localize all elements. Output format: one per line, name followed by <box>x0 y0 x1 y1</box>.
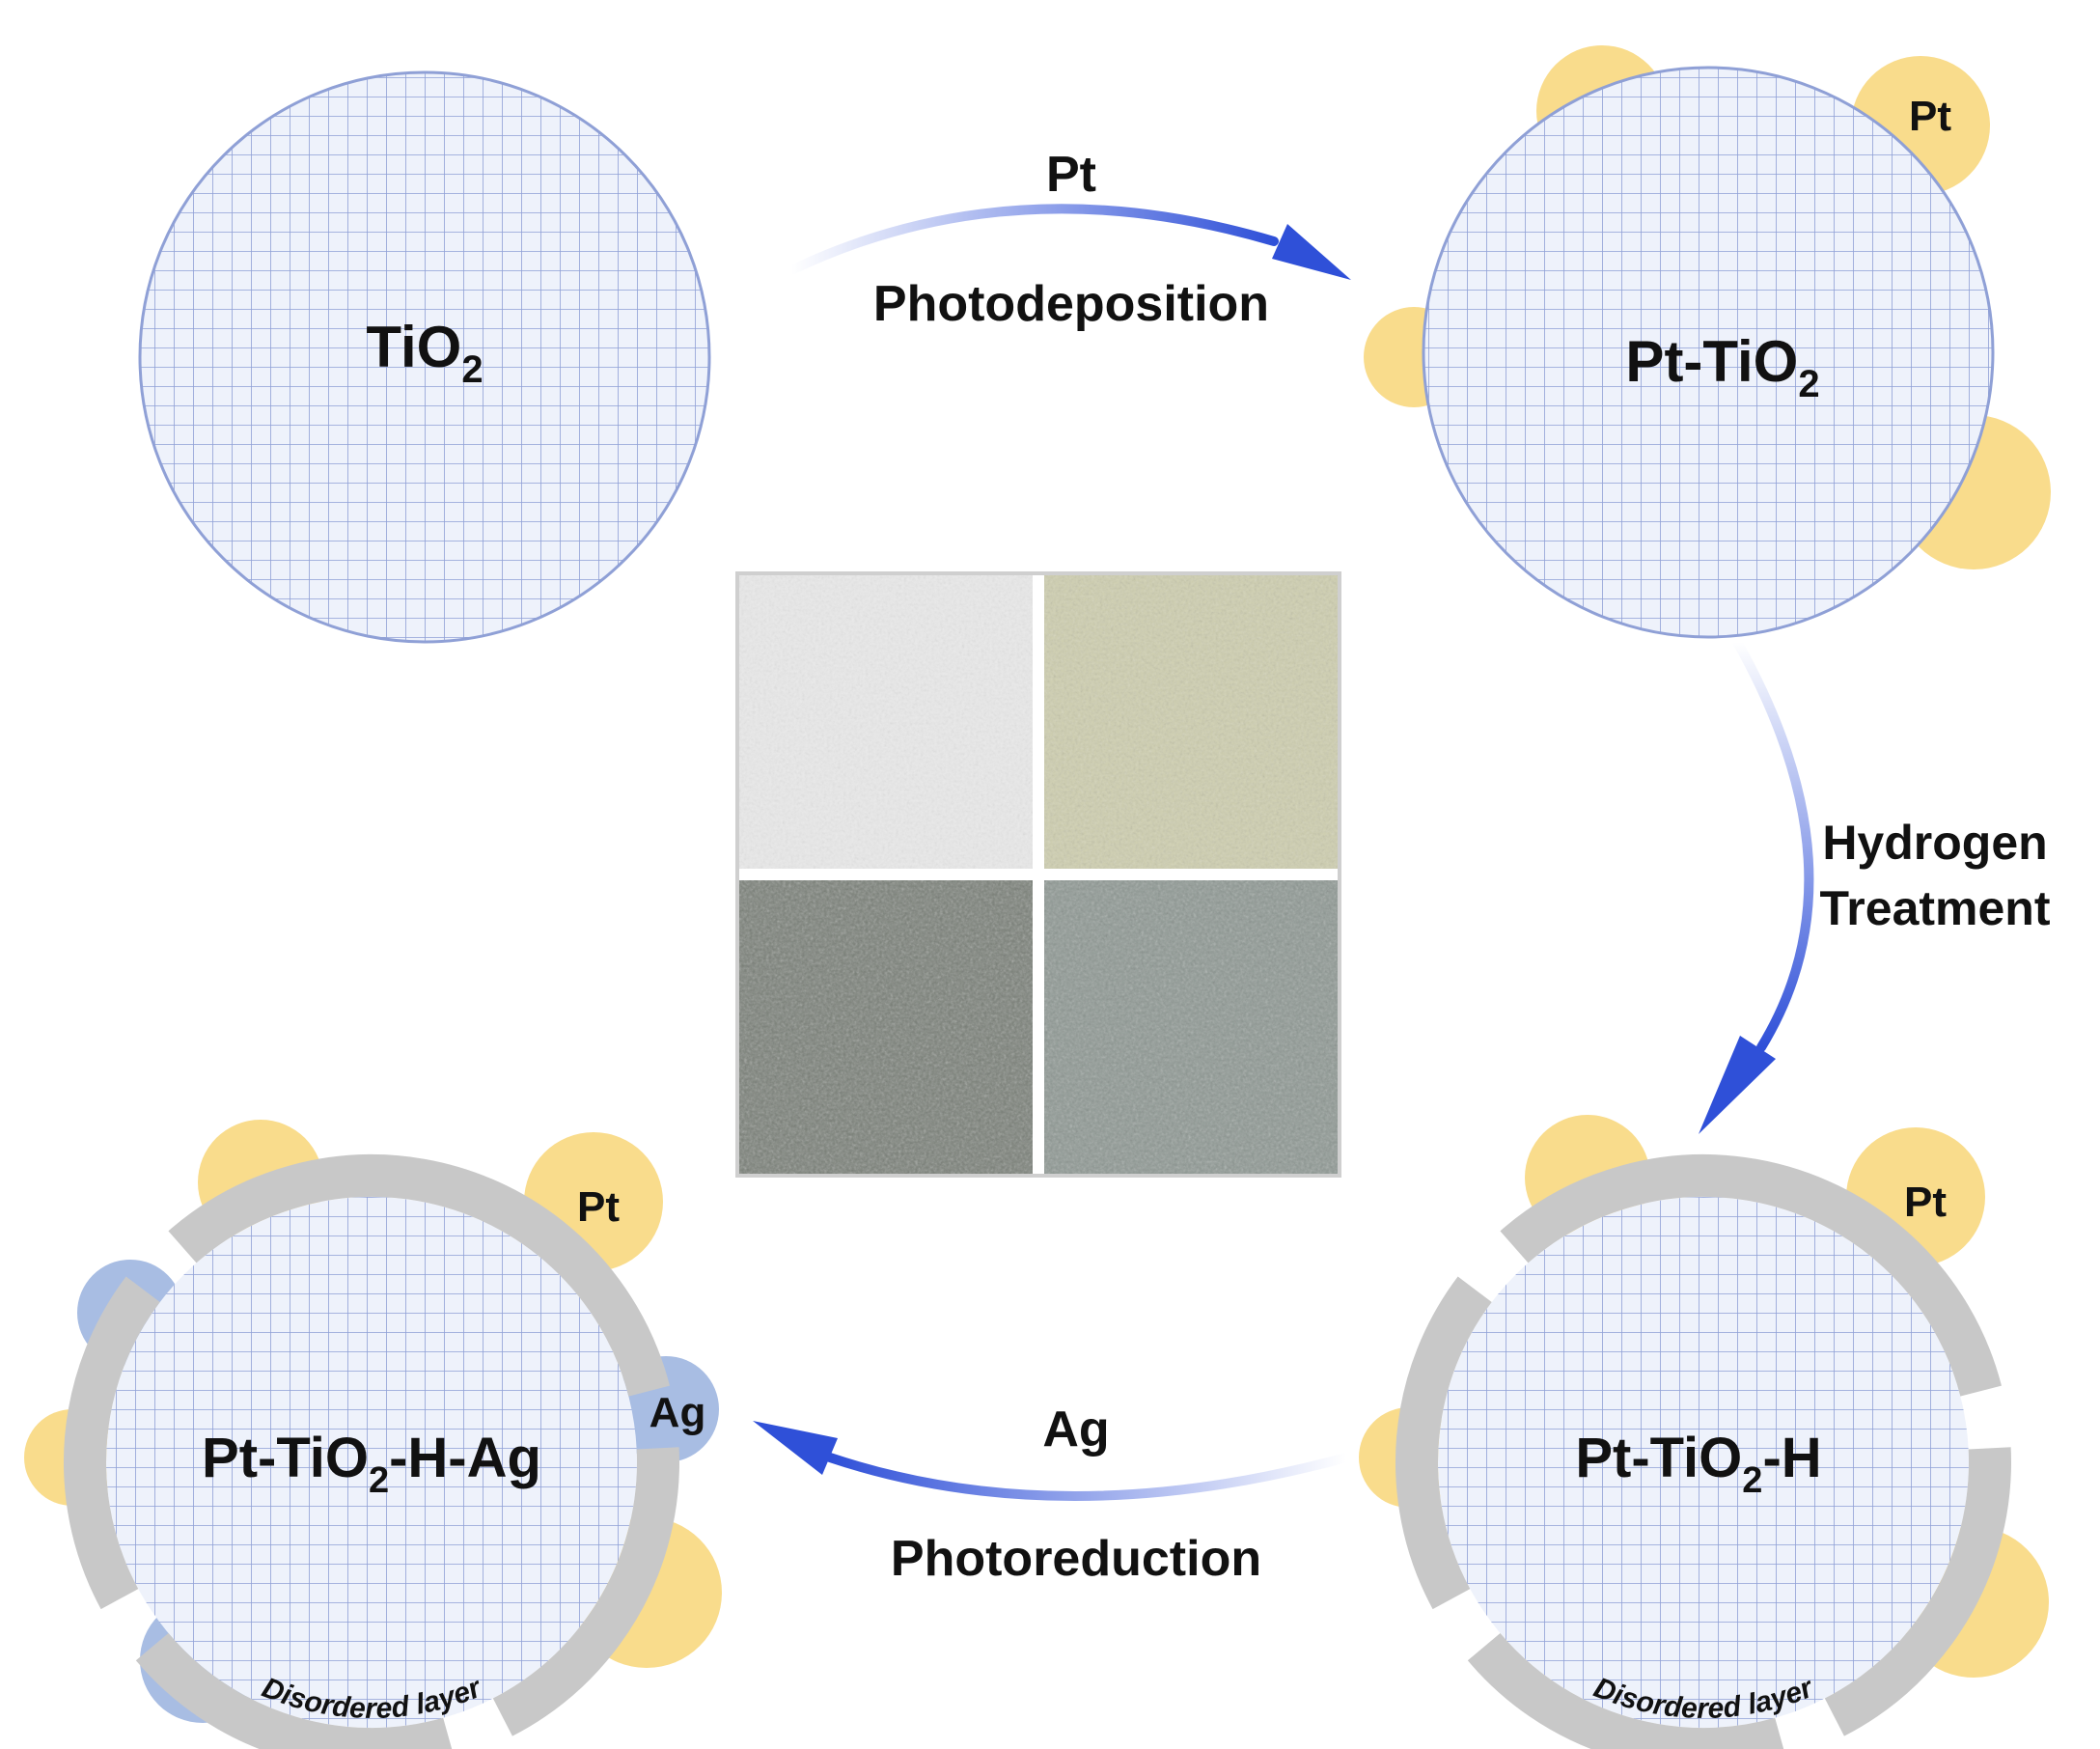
pt-label: Pt <box>577 1183 620 1231</box>
arrowhead-icon <box>1272 224 1351 280</box>
tio2-label: TiO2 <box>366 315 483 391</box>
pt-tio2-h-label: Pt-TiO2-H <box>1575 1427 1821 1501</box>
photodeposition-label: Photodeposition <box>873 276 1269 332</box>
arrow-photodeposition: Pt Photodeposition <box>787 147 1351 332</box>
disordered-layer <box>1395 1154 2011 1749</box>
disordered-layer <box>64 1154 679 1749</box>
pt-label: Pt <box>1904 1179 1947 1226</box>
particle-pt-tio2: Pt Pt-TiO2 <box>1364 45 2051 639</box>
arrow-hydrogen-treatment: Hydrogen Treatment <box>1699 637 2051 1134</box>
pt-tio2-h-ag-label: Pt-TiO2-H-Ag <box>202 1427 541 1501</box>
photoreduction-label: Photoreduction <box>891 1531 1261 1587</box>
pt-tio2-label: Pt-TiO2 <box>1625 329 1819 405</box>
hydrogen-label: Hydrogen <box>1822 816 2047 870</box>
arrowhead-icon <box>1699 1036 1776 1134</box>
pt-label: Pt <box>1909 93 1951 140</box>
reagent-pt-label: Pt <box>1046 147 1096 203</box>
reagent-ag-label: Ag <box>1042 1402 1109 1458</box>
ag-label: Ag <box>649 1389 706 1436</box>
particle-pt-tio2-h: Disordered layer Pt Pt-TiO2-H <box>1359 1115 2049 1749</box>
particle-pt-tio2-h-ag: Disordered layer Pt Ag Pt-TiO2-H-Ag <box>24 1120 722 1749</box>
treatment-label: Treatment <box>1820 881 2051 935</box>
particle-tio2: TiO2 <box>138 70 711 644</box>
sample-photos <box>735 571 1341 1178</box>
arrowhead-icon <box>753 1421 838 1475</box>
arrow-photoreduction: Ag Photoreduction <box>753 1402 1351 1587</box>
